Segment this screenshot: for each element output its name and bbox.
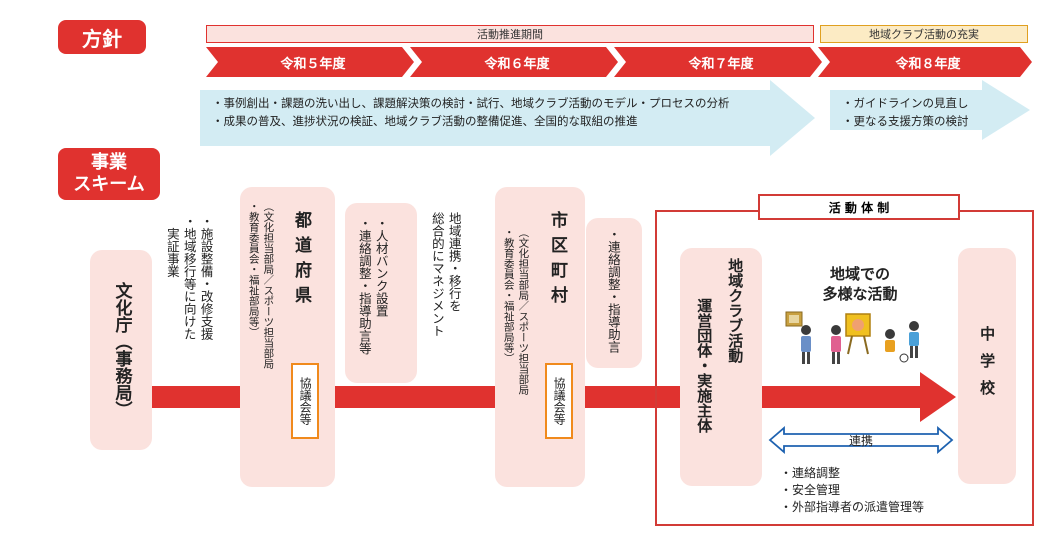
policy-label: 方針 (58, 20, 146, 54)
school-label: 中学校 (978, 325, 997, 407)
prefecture-council: 協議会等 (291, 363, 319, 439)
club-task-2: ・安全管理 (780, 483, 841, 497)
city-depts: （文化担当部局／スポーツ担当部局 ・教育委員会・福祉部局等） (501, 227, 530, 482)
activities-text: 地域での 多様な活動 (800, 264, 920, 304)
city-support-box: ・連絡調整・指導助言 (586, 218, 642, 368)
bunkacho-support: ・施設整備・改修支援 ・地域移行等に向けた 実証事業 (163, 215, 214, 365)
activity-system-title: 活 動 体 制 (758, 194, 960, 220)
city-name: 市区町村 (546, 211, 567, 311)
prefecture-manage: 地域連携・移行を 総合的にマネジメント (428, 212, 462, 372)
prefecture-box: 都道府県 （文化担当部局／スポーツ担当部局 ・教育委員会・福祉部局等） 協議会等 (240, 187, 335, 487)
cooperation-label: 連携 (848, 433, 873, 448)
year-label-r6: 令和６年度 (484, 56, 550, 72)
scheme-label-line1: 事業 (91, 152, 127, 173)
prefecture-depts: （文化担当部局／スポーツ担当部局 ・教育委員会・福祉部局等） (246, 201, 275, 481)
children-playing-icon (885, 321, 919, 363)
city-depts-2: ・教育委員会・福祉部局等） (502, 227, 515, 364)
club-line1: 地域クラブ活動 (726, 258, 745, 363)
club-tasks: ・連絡調整 ・安全管理 ・外部指導者の派遣管理等 (780, 465, 1010, 516)
prefecture-depts-1: （文化担当部局／スポーツ担当部局 (262, 201, 275, 369)
prefecture-support: ・人材バンク設置 ・連絡調整・指導助言等 (355, 217, 389, 377)
activities-illustration (785, 311, 919, 364)
year-label-r5: 令和５年度 (280, 56, 346, 72)
enrichment-period-bar: 地域クラブ活動の充実 (820, 25, 1028, 43)
scheme-label: 事業 スキーム (58, 148, 160, 200)
policy-side-bullet-1: ・ガイドラインの見直し (842, 96, 969, 110)
year-chevron-r8 (818, 47, 1032, 77)
club-task-3: ・外部指導者の派遣管理等 (780, 500, 925, 514)
scheme-label-line2: スキーム (73, 174, 145, 195)
activities-line2: 多様な活動 (822, 285, 898, 303)
policy-side-bullets: ・ガイドラインの見直し ・更なる支援方策の検討 (842, 94, 1012, 130)
bunkacho-support-3: 実証事業 (164, 215, 180, 278)
club-task-1: ・連絡調整 (780, 466, 841, 480)
side-blue-arrow (830, 80, 1030, 140)
bunkacho-label: 文化庁（事務局） (111, 282, 132, 418)
year-chevron-r6 (410, 47, 618, 77)
bunkacho-support-1: ・施設整備・改修支援 (198, 215, 214, 340)
prefecture-depts-2: ・教育委員会・福祉部局等） (247, 201, 260, 338)
year-chevrons (206, 47, 1032, 77)
city-support: ・連絡調整・指導助言 (605, 228, 621, 353)
club-line2: 運営団体・実施主体 (695, 298, 714, 433)
student-figure-icon (831, 325, 841, 364)
bunkacho-support-2: ・地域移行等に向けた (181, 215, 197, 340)
easel-painting-icon (845, 313, 871, 355)
year-chevron-r5 (206, 47, 414, 77)
prefecture-support-2: ・連絡調整・指導助言等 (356, 217, 372, 355)
policy-main-bullets: ・事例創出・課題の洗い出し、課題解決策の検討・試行、地域クラブ活動のモデル・プロ… (212, 94, 802, 130)
prefecture-support-1: ・人材バンク設置 (373, 217, 389, 317)
promotion-period-bar: 活動推進期間 (206, 25, 814, 43)
policy-side-bullet-2: ・更なる支援方策の検討 (842, 114, 969, 128)
policy-blue-arrows (200, 80, 1030, 156)
city-box: 市区町村 （文化担当部局／スポーツ担当部局 ・教育委員会・福祉部局等） 協議会等 (495, 187, 585, 487)
club-box: 地域クラブ活動 運営団体・実施主体 (680, 248, 762, 486)
prefecture-manage-1: 地域連携・移行を (446, 212, 462, 312)
year-label-r7: 令和７年度 (688, 56, 754, 72)
year-label-r8: 令和８年度 (895, 56, 961, 72)
main-blue-arrow (200, 80, 815, 156)
city-depts-1: （文化担当部局／スポーツ担当部局 (517, 227, 530, 395)
school-box: 中学校 (958, 248, 1016, 484)
cooperation-arrow (768, 426, 954, 454)
year-chevron-r7 (614, 47, 822, 77)
policy-main-bullet-2: ・成果の普及、進捗状況の検証、地域クラブ活動の整備促進、全国的な取組の推進 (212, 114, 638, 128)
teacher-figure-icon (801, 325, 811, 364)
activities-line1: 地域での (829, 265, 890, 283)
policy-main-bullet-1: ・事例創出・課題の洗い出し、課題解決策の検討・試行、地域クラブ活動のモデル・プロ… (212, 96, 730, 110)
prefecture-manage-2: 総合的にマネジメント (429, 212, 445, 337)
prefecture-support-box: ・人材バンク設置 ・連絡調整・指導助言等 (345, 203, 417, 383)
city-council: 協議会等 (545, 363, 573, 439)
painting-icon (785, 311, 803, 327)
prefecture-name: 都道府県 (290, 211, 311, 311)
bunkacho-box: 文化庁（事務局） (90, 250, 152, 450)
